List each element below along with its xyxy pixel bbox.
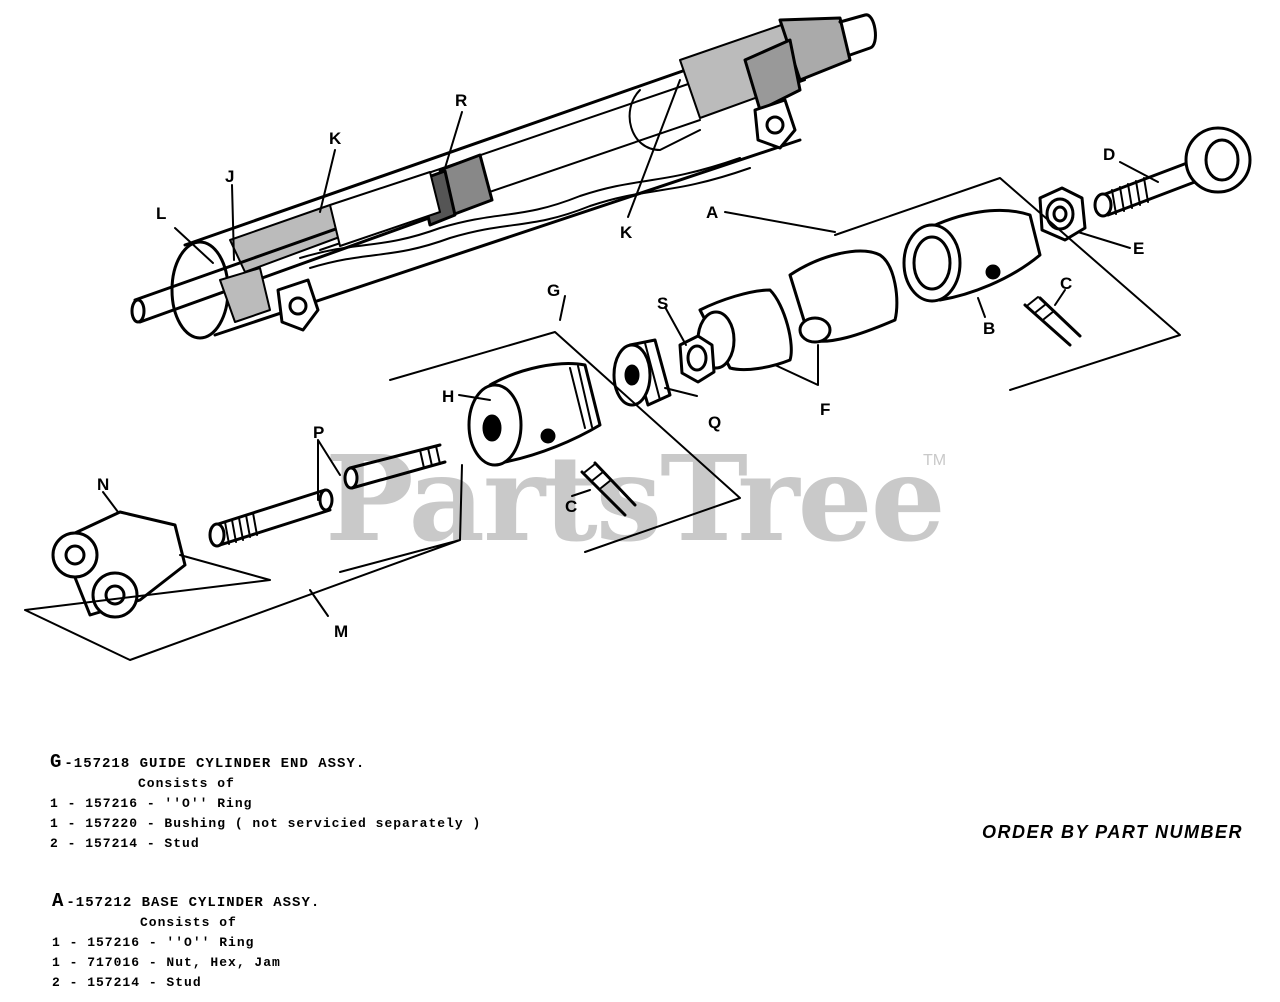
bracket-g [389,331,741,553]
base-note-item: 2 - 157214 - Stud [52,975,202,990]
guide-note-item: 1 - 157216 - ''O'' Ring [50,796,253,811]
guide-cylinder-note: G-157218 GUIDE CYLINDER END ASSY. Consis… [50,752,481,854]
base-note-letter: A [52,890,65,912]
part-e-jam-nut [1038,186,1087,242]
callout-e: E [1133,239,1144,258]
callout-b: B [983,319,995,338]
cylinder-cutaway [130,13,877,340]
callout-f: F [820,400,830,419]
callout-n: N [97,475,109,494]
base-note-item: 1 - 157216 - ''O'' Ring [52,935,255,950]
callout-q: Q [708,413,721,432]
bracket-a [834,177,1181,391]
base-cylinder-note: A-157212 BASE CYLINDER ASSY. Consists of… [52,891,320,993]
bracket-m [24,464,463,661]
guide-note-item: 2 - 157214 - Stud [50,836,200,851]
callout-r: R [455,91,467,110]
part-b-base-cylinder [902,208,1042,303]
guide-note-letter: G [50,751,63,773]
guide-note-title: -157218 GUIDE CYLINDER END ASSY. [64,756,366,772]
part-p-rod [208,443,447,548]
base-note-item: 1 - 717016 - Nut, Hex, Jam [52,955,281,970]
callout-g: G [547,281,560,300]
trademark-symbol: TM [923,452,947,469]
part-c-stud-upper [1023,296,1082,347]
callout-s: S [657,294,668,313]
leader-lines [102,79,1159,617]
callout-l: L [156,204,166,223]
base-note-title: -157212 BASE CYLINDER ASSY. [66,895,321,911]
callout-c-lower: C [565,497,577,516]
callout-a: A [706,203,718,222]
part-s-nut [678,334,716,384]
callout-c-upper: C [1060,274,1072,293]
callout-h: H [442,387,454,406]
part-h-guide-end [467,362,602,467]
partstree-watermark: PartsTree [325,429,946,568]
base-note-consists: Consists of [140,915,237,930]
part-q-piston [612,338,672,407]
guide-note-item: 1 - 157220 - Bushing ( not servicied sep… [50,816,482,831]
guide-note-consists: Consists of [138,776,235,791]
order-by-part-number-note: ORDER BY PART NUMBER [982,822,1244,842]
part-f-cylinder-tube [696,249,899,372]
callout-m: M [334,622,348,641]
part-n-clevis [51,510,187,619]
callout-k-lower: K [620,223,633,242]
callout-p: P [313,423,324,442]
part-d-eye-bolt [1093,126,1252,218]
callout-j: J [225,167,234,186]
assembly-brackets [24,177,1181,661]
callout-k-upper: K [329,129,342,148]
callout-d: D [1103,145,1115,164]
part-c-stud-lower [580,461,637,517]
